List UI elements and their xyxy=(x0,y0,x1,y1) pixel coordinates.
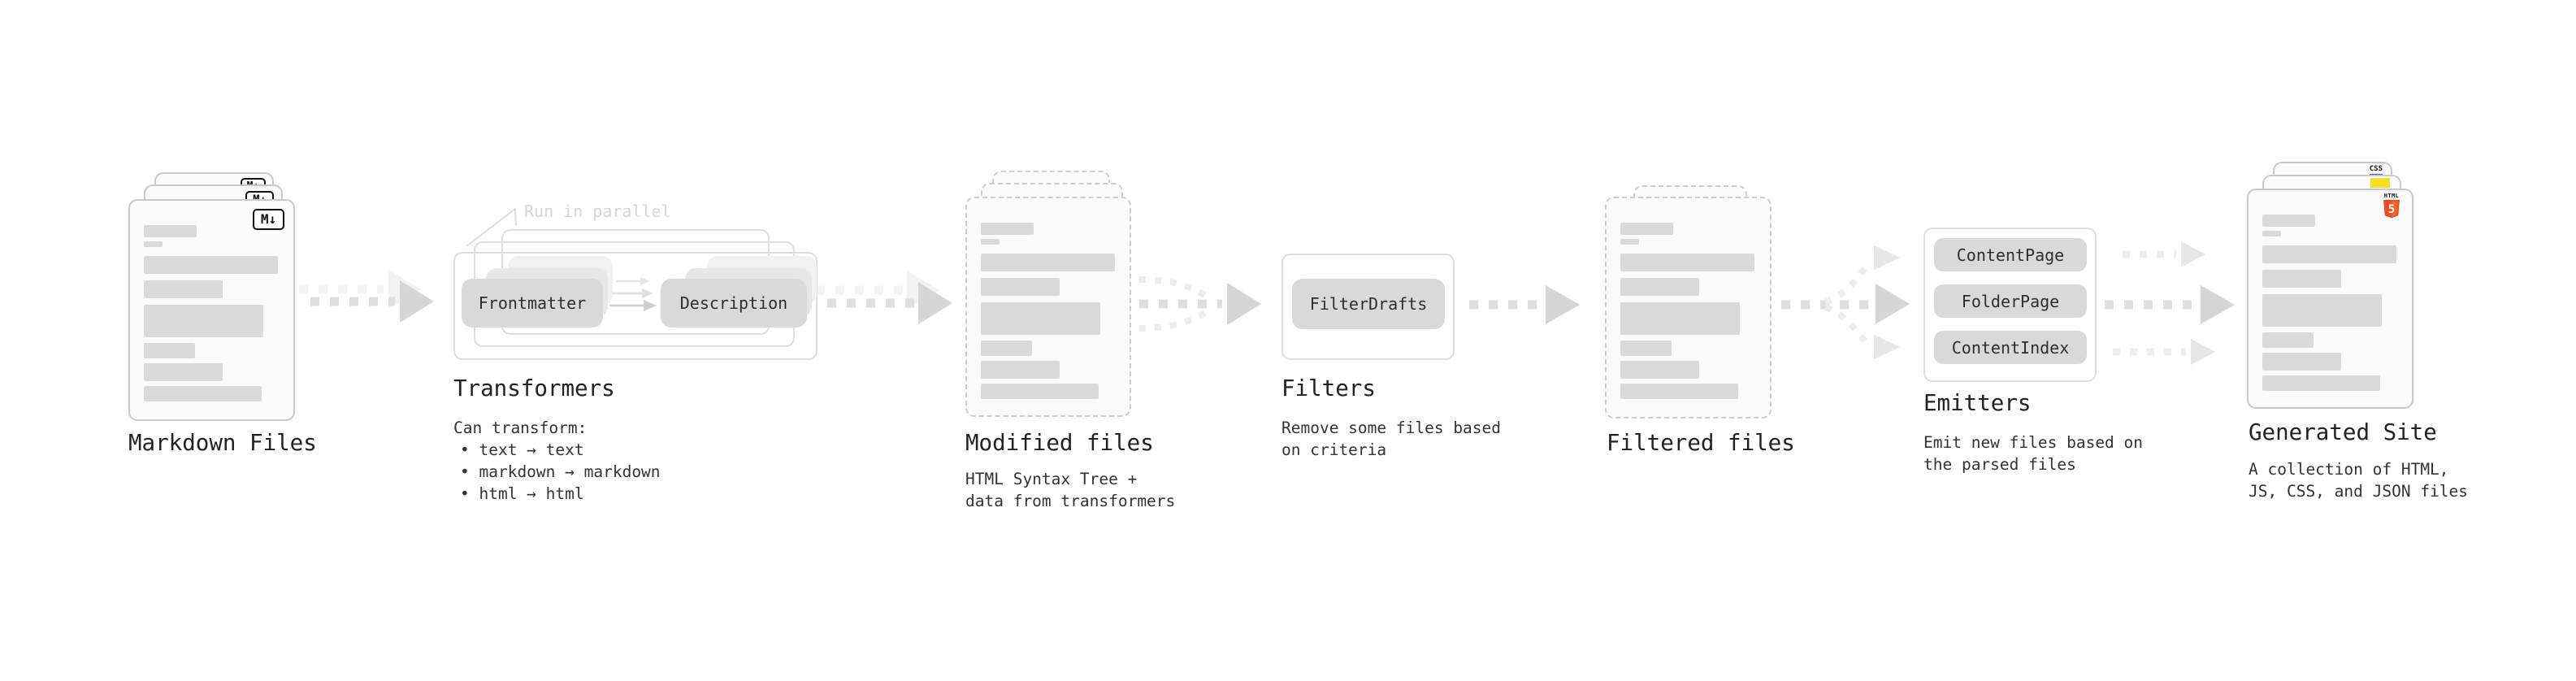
arrow-markdown-to-transformers xyxy=(299,270,434,323)
emitters-box xyxy=(1923,228,2097,382)
markdown-file-card-front: M↓ xyxy=(128,199,295,421)
bullet-item: • text → text xyxy=(460,440,584,459)
transformers-title: Transformers xyxy=(453,375,615,401)
bullet-item: • markdown → markdown xyxy=(460,462,661,481)
emitters-description: Emit new files based on the parsed files xyxy=(1923,432,2143,475)
svg-text:5: 5 xyxy=(2388,203,2395,216)
transformers-intro: Can transform: xyxy=(453,419,588,437)
html5-icon: HTML 5 xyxy=(2382,193,2401,223)
arrow-emitters-to-generated xyxy=(2105,241,2235,365)
document-content-lines xyxy=(2262,215,2396,391)
arrow-filters-to-filtered xyxy=(1469,285,1580,324)
arrow-filtered-to-emitters xyxy=(1781,245,1910,359)
description-line: data from transformers xyxy=(965,492,1176,510)
modified-files-title: Modified files xyxy=(965,430,1154,456)
filtered-file-card-front xyxy=(1605,197,1772,419)
generated-site-description: A collection of HTML, JS, CSS, and JSON … xyxy=(2249,458,2468,502)
contentpage-pill: ContentPage xyxy=(1934,238,2087,271)
transformers-bullets: • text → text • markdown → markdown • ht… xyxy=(460,439,661,505)
document-content-lines xyxy=(1620,223,1754,399)
arrow-transformers-to-modified xyxy=(816,271,952,324)
js-badge xyxy=(2370,178,2390,188)
description-line: on criteria xyxy=(1281,440,1387,459)
filters-box xyxy=(1281,254,1455,360)
description-line: HTML Syntax Tree + xyxy=(965,470,1138,488)
folderpage-pill: FolderPage xyxy=(1934,284,2087,318)
filtered-files-title: Filtered files xyxy=(1607,430,1795,456)
description-line: Remove some files based xyxy=(1281,419,1502,437)
markdown-files-title: Markdown Files xyxy=(128,430,317,456)
filterdrafts-pill: FilterDrafts xyxy=(1292,279,1445,329)
frontmatter-pill: Frontmatter xyxy=(462,279,603,327)
modified-file-card-front xyxy=(965,197,1131,417)
description-line: Emit new files based on xyxy=(1923,433,2144,452)
arrow-modified-to-filters xyxy=(1138,276,1261,332)
contentindex-pill: ContentIndex xyxy=(1934,331,2087,364)
generated-site-title: Generated Site xyxy=(2249,419,2437,445)
run-in-parallel-label: Run in parallel xyxy=(524,202,671,221)
description-line: the parsed files xyxy=(1923,455,2076,474)
html5-word: HTML xyxy=(2383,193,2400,199)
document-content-lines xyxy=(144,225,278,401)
description-line: A collection of HTML, xyxy=(2249,460,2449,479)
filters-title: Filters xyxy=(1281,375,1376,401)
generated-file-card-front: HTML 5 xyxy=(2247,189,2413,409)
modified-files-description: HTML Syntax Tree + data from transformer… xyxy=(965,468,1175,512)
markdown-icon: M↓ xyxy=(253,209,284,230)
bullet-item: • html → html xyxy=(460,484,584,503)
html5-shield: 5 xyxy=(2383,200,2400,219)
emitters-title: Emitters xyxy=(1923,390,2032,416)
transformers-box-front xyxy=(453,252,817,360)
filters-description: Remove some files based on criteria xyxy=(1281,417,1501,461)
description-pill: Description xyxy=(661,279,807,327)
description-line: JS, CSS, and JSON files xyxy=(2249,482,2469,501)
document-content-lines xyxy=(981,223,1115,399)
